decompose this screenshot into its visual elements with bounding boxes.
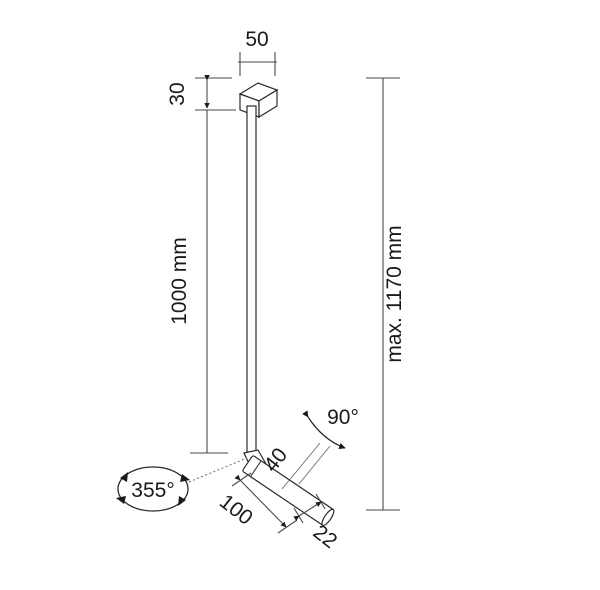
rotation-indicator-355: 355° <box>116 457 248 512</box>
dim-label-canopy-width: 50 <box>245 28 268 51</box>
suspension-rod <box>246 105 257 457</box>
dim-label-head-length: 100 <box>215 490 257 530</box>
tilt-indicator-90: 90° <box>281 406 359 490</box>
ceiling-canopy <box>238 82 279 119</box>
dimension-canopy-height: 30 <box>166 75 236 111</box>
dimension-canopy-width: 50 <box>238 28 277 76</box>
dimension-rod-length: 1000 mm <box>168 109 236 454</box>
dim-label-canopy-height: 30 <box>166 82 189 105</box>
dim-label-total-length: max. 1170 mm <box>383 225 406 362</box>
dimension-total-length: max. 1170 mm <box>366 77 406 511</box>
dim-label-rod-length: 1000 mm <box>168 237 191 325</box>
angle-label-tilt: 90° <box>327 406 359 429</box>
dim-label-head-diameter: 22 <box>309 521 342 554</box>
angle-label-rotation: 355° <box>131 479 174 502</box>
spot-head-cylinder <box>242 455 335 527</box>
